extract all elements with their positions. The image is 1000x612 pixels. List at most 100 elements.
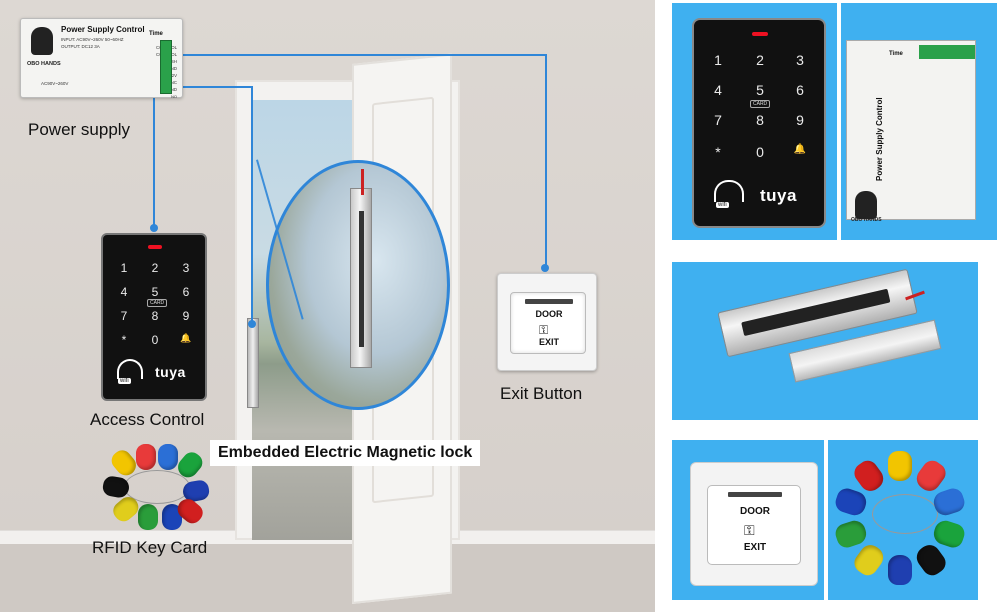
key-9: 9	[182, 309, 190, 323]
rfid-fob	[136, 444, 156, 470]
rfid-fob	[888, 555, 912, 585]
hand-logo-icon	[31, 27, 53, 55]
exit-button-label: Exit Button	[500, 384, 583, 403]
status-led	[752, 32, 768, 36]
wire-to-lock-vertical	[251, 86, 253, 322]
key-1: 1	[714, 52, 722, 68]
wire-to-exit	[183, 54, 547, 56]
psu-input: INPUT: AC90V~260V 50~60HZ	[61, 37, 124, 42]
bell-icon: 🔔	[793, 144, 807, 155]
wire-node-exit	[541, 264, 549, 272]
key-2: 2	[756, 52, 764, 68]
psu-title: Power Supply Control	[61, 25, 145, 34]
key-icon: ⚿	[539, 323, 549, 337]
key-8: 8	[756, 112, 764, 128]
wire-node-lock	[248, 320, 256, 328]
key-6: 6	[182, 285, 190, 299]
wire-to-lock	[183, 86, 253, 88]
magnetic-lock-closeup	[350, 169, 372, 368]
access-control-label: Access Control	[90, 410, 205, 429]
wifi-label: wifi	[716, 202, 729, 208]
psu-time: Time	[889, 51, 903, 57]
key-4: 4	[714, 82, 722, 98]
key-icon: ⚿	[744, 522, 755, 538]
rfid-fob	[912, 540, 950, 580]
key-3: 3	[182, 261, 190, 275]
key-star: *	[121, 333, 127, 347]
key-5: 5	[756, 82, 764, 98]
terminal-block	[160, 40, 172, 94]
wire-to-keypad	[153, 96, 155, 228]
key-0: 0	[151, 333, 159, 347]
exit-button-face: DOOR ⚿ EXIT	[707, 485, 801, 565]
exit-door-text: DOOR	[740, 506, 770, 517]
status-led	[148, 245, 162, 249]
key-7: 7	[120, 309, 128, 323]
terminal-label: GND	[167, 66, 177, 71]
terminal-block	[919, 45, 975, 59]
exit-exit-text: EXIT	[743, 542, 767, 553]
access-control-keypad: 1 2 3 4 5 6 CARD 7 8 9 * 0 🔔 wifi tuya	[101, 233, 207, 401]
rfid-fob	[158, 444, 178, 470]
rfid-fob	[888, 451, 912, 481]
rfid-fob	[850, 456, 888, 496]
key-8: 8	[151, 309, 159, 323]
rfid-key-card-label: RFID Key Card	[92, 538, 208, 557]
wifi-icon	[714, 180, 744, 202]
rfid-fob	[832, 485, 869, 518]
keypad-product: 1 2 3 4 5 6 CARD 7 8 9 * 0 🔔 wifi tuya	[692, 18, 826, 228]
power-supply-product: Power Supply Control OBO HANDS Time	[846, 40, 976, 223]
wire-node-keypad	[150, 224, 158, 232]
exit-button-face: DOOR ⚿ EXIT	[510, 292, 586, 354]
key-7: 7	[714, 112, 722, 128]
power-supply-label: Power supply	[28, 120, 131, 139]
magnetic-lock-installed	[247, 318, 259, 408]
key-6: 6	[796, 82, 804, 98]
wifi-icon	[117, 359, 143, 379]
power-supply-unit: Power Supply Control INPUT: AC90V~260V 5…	[20, 18, 183, 99]
card-label: CARD	[750, 100, 771, 108]
lock-cable	[361, 169, 364, 195]
exit-button-device: DOOR ⚿ EXIT	[497, 273, 597, 371]
exit-exit-text: EXIT	[538, 337, 559, 347]
psu-time: Time	[149, 31, 163, 37]
key-ring	[872, 494, 938, 534]
embedded-lock-label: Embedded Electric Magnetic lock	[210, 440, 481, 466]
rfid-fob	[931, 518, 968, 551]
floor	[0, 540, 655, 612]
exit-indicator	[728, 492, 782, 497]
lock-slot	[359, 211, 364, 347]
tuya-logo: tuya	[155, 364, 186, 380]
psu-title: Power Supply Control	[875, 97, 884, 181]
terminal-label: NC	[170, 80, 177, 85]
terminal-label: NO	[171, 94, 177, 99]
card-label: CARD	[147, 299, 168, 307]
lock-zoom-circle	[266, 160, 450, 410]
exit-button-product: DOOR ⚿ EXIT	[690, 462, 818, 586]
rfid-fob	[850, 540, 888, 580]
key-3: 3	[796, 52, 804, 68]
installation-scene: Power Supply Control INPUT: AC90V~260V 5…	[0, 0, 655, 612]
psu-brand: OBO HANDS	[27, 61, 61, 67]
key-1: 1	[120, 261, 128, 275]
key-2: 2	[151, 261, 159, 275]
exit-door-text: DOOR	[535, 309, 563, 319]
psu-range: AC90V~260V	[41, 81, 69, 86]
key-9: 9	[796, 112, 804, 128]
psu-output: OUTPUT: DC12 3A	[61, 44, 100, 49]
bell-icon: 🔔	[180, 333, 192, 343]
tuya-logo: tuya	[760, 186, 797, 205]
hand-logo-icon	[855, 191, 877, 219]
psu-brand: OBO HANDS	[851, 217, 882, 223]
key-5: 5	[151, 285, 159, 299]
rfid-fob	[138, 504, 158, 530]
rfid-fob	[912, 456, 950, 496]
key-star: *	[715, 144, 721, 160]
exit-indicator	[525, 299, 573, 304]
key-4: 4	[120, 285, 128, 299]
wifi-label: wifi	[118, 378, 131, 384]
rfid-fob	[832, 518, 869, 551]
rfid-fob-cluster	[828, 440, 978, 600]
key-0: 0	[756, 144, 764, 160]
terminal-label: GND	[167, 87, 177, 92]
